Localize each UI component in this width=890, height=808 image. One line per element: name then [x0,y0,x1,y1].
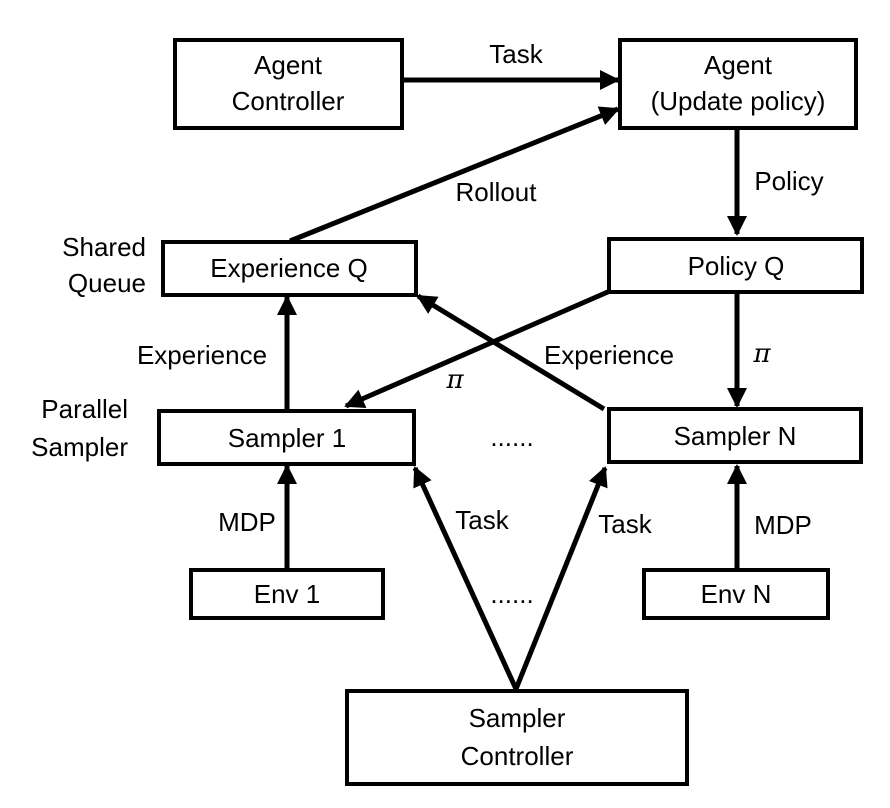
edge-label-task-right: Task [598,509,652,539]
side-label-line: Queue [68,268,146,298]
edge-sampler-controller-to-sampler-n [513,466,608,690]
node-sampler-controller: Sampler Controller [345,689,689,786]
side-label-line: Parallel [41,394,128,424]
node-label: Controller [232,86,345,116]
edge-label-pi-left: π [445,365,464,395]
side-label-line: Sampler [31,432,128,462]
node-label: Experience Q [210,253,368,283]
node-label: Agent [254,50,323,80]
node-label: Sampler 1 [228,423,347,453]
node-experience-q: Experience Q [161,240,418,297]
edge-policy-q-to-sampler-1 [344,288,611,409]
node-policy-q: Policy Q [607,237,864,294]
edge-sampler-controller-to-sampler-1 [412,466,519,691]
node-label: Env N [701,579,772,609]
ellipsis-samplers: ...... [490,422,533,452]
node-label: (Update policy) [651,86,826,116]
edge-label-experience-left: Experience [137,340,267,370]
node-label: Agent [704,50,773,80]
node-sampler-1: Sampler 1 [157,409,416,466]
node-label: Env 1 [254,579,321,609]
node-env-n: Env N [642,568,830,620]
edge-label-rollout: Rollout [456,177,538,207]
side-label-line: Shared [62,232,146,262]
edge-label-policy: Policy [754,166,823,196]
node-label: Controller [461,741,574,771]
edge-experience-q-to-agent [289,106,620,244]
ellipsis-controller: ...... [490,579,533,609]
edge-label-mdp-left: MDP [218,507,276,537]
edges [277,70,747,691]
node-agent: Agent (Update policy) [618,38,858,130]
node-label: Policy Q [688,251,785,281]
node-sampler-n: Sampler N [607,407,863,464]
edge-label-mdp-right: MDP [754,510,812,540]
node-agent-controller: Agent Controller [173,38,404,130]
edge-sampler-n-to-experience-q [416,293,606,412]
edge-label-task-top: Task [489,39,543,69]
edge-label-experience-right: Experience [544,340,674,370]
node-label: Sampler [469,703,566,733]
node-label: Sampler N [674,421,797,451]
side-label-shared-queue: Shared Queue [62,232,146,298]
node-env-1: Env 1 [189,568,385,620]
edge-label-task-left: Task [455,505,509,535]
edge-label-pi-right: π [752,339,771,369]
side-label-parallel-sampler: Parallel Sampler [31,394,128,462]
